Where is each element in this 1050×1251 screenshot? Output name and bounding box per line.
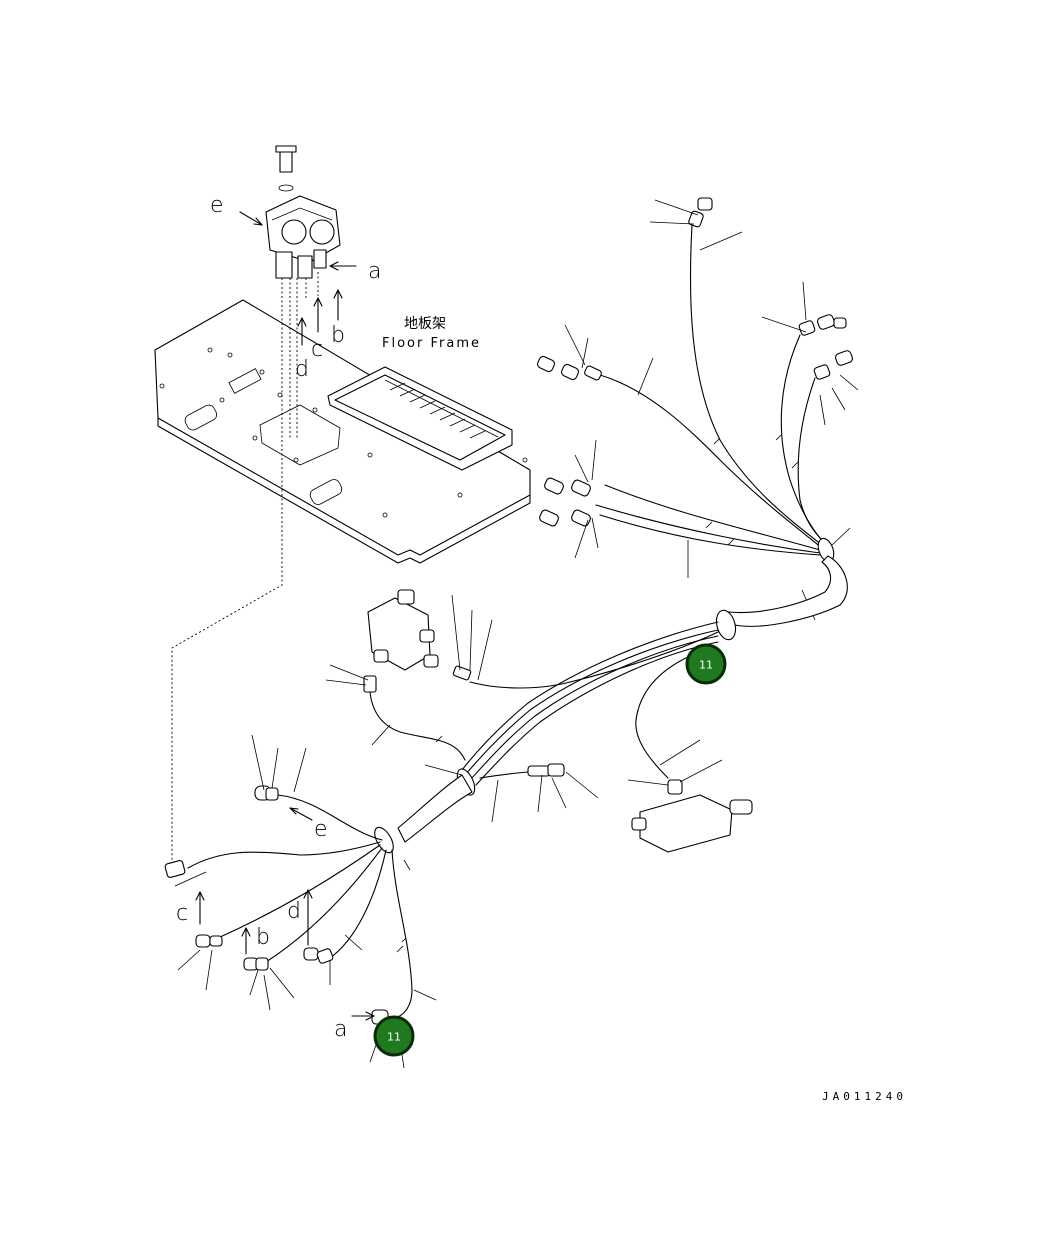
letter-a-top: a <box>368 259 381 284</box>
callout-badge-lower[interactable]: 11 <box>373 1015 415 1057</box>
main-bundle <box>374 609 737 854</box>
center-valve <box>325 589 719 761</box>
letter-b-top: b <box>331 323 345 348</box>
letter-c-lower: c <box>176 901 188 926</box>
letter-b-lower: b <box>256 925 270 950</box>
hose-bundle <box>536 197 859 627</box>
letter-e-top: e <box>210 193 224 218</box>
callout-badge-upper[interactable]: 11 <box>685 643 727 685</box>
letter-d-top: d <box>295 357 309 382</box>
floor-frame-plate <box>154 299 531 564</box>
top-leaders <box>239 211 357 346</box>
floor-frame-label-en: Floor Frame <box>382 336 481 351</box>
lower-fanout <box>164 734 437 1069</box>
dashed-routing <box>171 272 319 860</box>
mid-hose-fittings <box>424 763 599 823</box>
letter-e-lower: e <box>314 817 328 842</box>
floor-frame-label-cn: 地板架 <box>404 316 446 332</box>
letter-a-lower: a <box>334 1017 347 1042</box>
letter-d-lower: d <box>287 899 301 924</box>
letter-c-top: c <box>311 337 323 362</box>
right-lower-valve <box>627 655 753 853</box>
top-control-valve <box>265 145 341 279</box>
text-labels: e a b c d 地板架 Floor Frame e c b d a JA01… <box>176 193 907 1103</box>
drawing-code: JA011240 <box>822 1090 907 1103</box>
